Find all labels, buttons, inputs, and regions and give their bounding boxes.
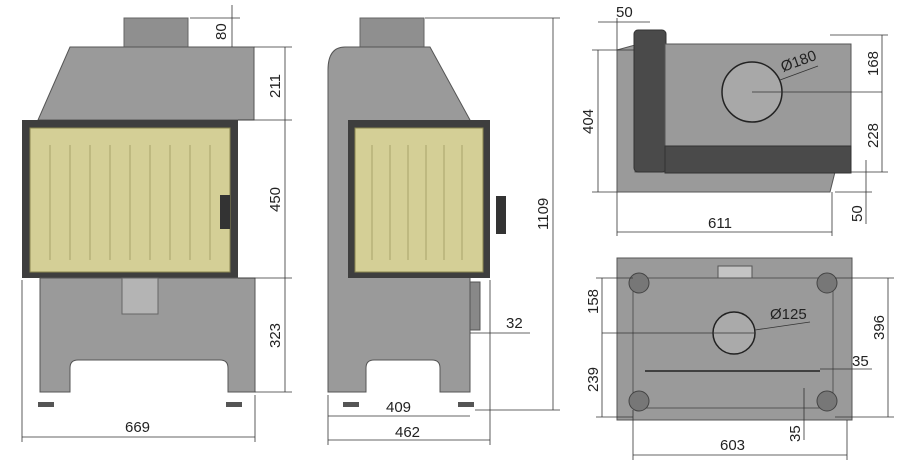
dim-door-height: 450: [267, 187, 284, 212]
corner-foot: [816, 272, 838, 294]
glass-ribs: [49, 145, 211, 260]
dim-air-diameter: Ø125: [770, 306, 807, 323]
dim-flue-front: 168: [865, 51, 882, 76]
top-rear-strip: [664, 145, 852, 174]
corner-foot: [816, 390, 838, 412]
dim-body-depth: 409: [386, 399, 411, 416]
front-view: 80 211 450 323 669: [21, 5, 292, 442]
dim-wall-offset: 50: [616, 4, 633, 21]
corner-foot: [628, 390, 650, 412]
side-glass-ribs: [371, 145, 463, 260]
bottom-tab: [717, 265, 753, 279]
dim-air-front: 158: [585, 289, 602, 314]
side-bracket: [469, 281, 481, 331]
hood: [37, 46, 255, 121]
dim-total-height: 1109: [535, 198, 552, 230]
side-foot-left: [343, 402, 359, 407]
dim-bottom-offset: 50: [849, 205, 866, 222]
dim-bottom-depth: 396: [871, 315, 888, 340]
foot-left: [38, 402, 54, 407]
dim-total-depth: 462: [395, 424, 420, 441]
dim-base-height: 323: [267, 323, 284, 348]
top-view: Ø180 50 404 611 168 228 50: [580, 4, 888, 236]
corner-foot: [628, 272, 650, 294]
dim-flue-back: 228: [865, 123, 882, 148]
door-handle: [220, 195, 230, 229]
dim-air-back: 239: [585, 367, 602, 392]
foot-right: [226, 402, 242, 407]
dim-front-width: 669: [125, 419, 150, 436]
dim-top-width: 611: [708, 215, 732, 232]
side-handle: [496, 196, 506, 234]
dim-side-offset: 35: [852, 353, 869, 370]
dim-hood-height: 211: [267, 74, 284, 98]
top-side-wall: [633, 29, 667, 173]
dim-bottom-width: 603: [720, 437, 745, 454]
dim-rear-offset: 35: [787, 425, 804, 442]
side-view: 1109 32 409 462: [327, 17, 560, 445]
side-door-glass: [354, 127, 484, 273]
flue-pipe: [123, 17, 189, 48]
bottom-view: Ø125 158 396 239 35 35 603: [585, 257, 894, 460]
dim-top-depth: 404: [580, 109, 597, 134]
ash-drawer: [121, 277, 159, 315]
side-foot-right: [458, 402, 474, 407]
dim-flue-height: 80: [213, 23, 230, 40]
dim-handle-offset: 32: [506, 315, 523, 332]
base: [39, 277, 256, 393]
flue-pipe-side: [359, 17, 425, 48]
